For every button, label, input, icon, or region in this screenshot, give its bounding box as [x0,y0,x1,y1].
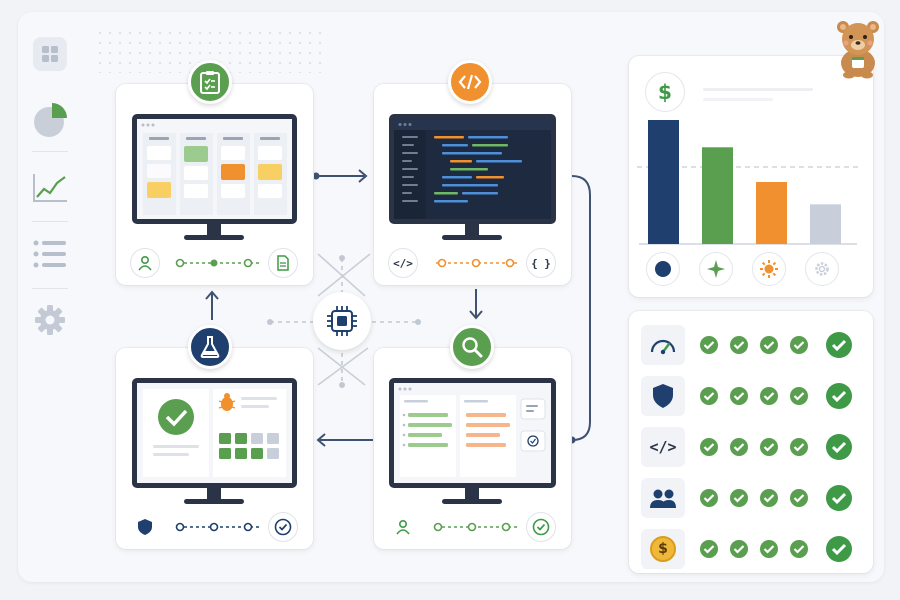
shield-icon [641,376,685,416]
check-icon [729,488,749,508]
grid-icon[interactable] [28,32,72,76]
check-icon [759,335,779,355]
dollar-icon: $ [645,72,685,112]
row-complete-icon [825,331,853,359]
sun-icon[interactable] [752,252,786,286]
check-icon [699,335,719,355]
bar-2[interactable] [702,147,733,244]
sparkle-icon[interactable] [699,252,733,286]
check-icon [729,386,749,406]
code-progress [436,258,520,268]
bar-4[interactable] [810,204,841,244]
test-progress [175,522,262,532]
check-icon [759,488,779,508]
shield-icon[interactable] [130,512,160,542]
check-icon [759,386,779,406]
check-icon [789,488,809,508]
code-label: </> [649,438,677,456]
kanban-screen [132,114,297,224]
gauge-icon [641,325,685,365]
check-circle-icon[interactable] [268,512,298,542]
bar-1[interactable] [648,120,679,244]
bear-mascot-icon [833,17,883,79]
pie-chart-icon[interactable] [28,98,72,142]
magnifier-icon [450,325,494,369]
row-complete-icon [825,433,853,461]
user-icon[interactable] [130,248,160,278]
coin-label: $ [658,541,668,557]
row-complete-icon [825,484,853,512]
checklist-card[interactable]: </> $ [629,311,873,573]
plan-progress [175,258,262,268]
review-screen [389,378,556,488]
list-icon[interactable] [28,232,72,276]
user-icon[interactable] [388,512,418,542]
line-chart-icon[interactable] [28,166,72,210]
check-icon [789,539,809,559]
sidebar [22,18,78,578]
row-complete-icon [825,382,853,410]
kanban-card[interactable] [116,84,313,285]
check-icon [789,335,809,355]
code-tag-label: </> [393,256,413,270]
code-editor-card[interactable]: </> { } [374,84,571,285]
users-icon [641,478,685,518]
braces-label: { } [531,256,551,270]
check-icon [699,539,719,559]
code-screen [389,114,556,224]
document-icon[interactable] [268,248,298,278]
bar-chart [637,120,861,245]
test-screen [132,378,297,488]
circle-icon[interactable] [646,252,680,286]
code-icon [448,60,492,104]
cpu-chip-icon[interactable] [313,292,371,350]
row-complete-icon [825,535,853,563]
test-card[interactable] [116,348,313,549]
check-icon [729,437,749,457]
check-icon [699,437,719,457]
check-icon [759,539,779,559]
check-circle-icon[interactable] [526,512,556,542]
check-icon [789,386,809,406]
review-card[interactable] [374,348,571,549]
code-icon: </> [641,427,685,467]
gear-icon[interactable] [28,298,72,342]
check-icon [789,437,809,457]
gear-icon[interactable] [805,252,839,286]
check-icon [699,386,719,406]
check-icon [759,437,779,457]
check-icon [699,488,719,508]
bar-3[interactable] [756,182,787,244]
flask-icon [188,325,232,369]
clipboard-check-icon [188,60,232,104]
bar-chart-card[interactable]: $ [629,56,873,297]
braces-button[interactable]: { } [526,248,556,278]
review-progress [433,522,520,532]
check-icon [729,335,749,355]
check-icon [729,539,749,559]
code-tag-button[interactable]: </> [388,248,418,278]
coin-icon: $ [641,529,685,569]
